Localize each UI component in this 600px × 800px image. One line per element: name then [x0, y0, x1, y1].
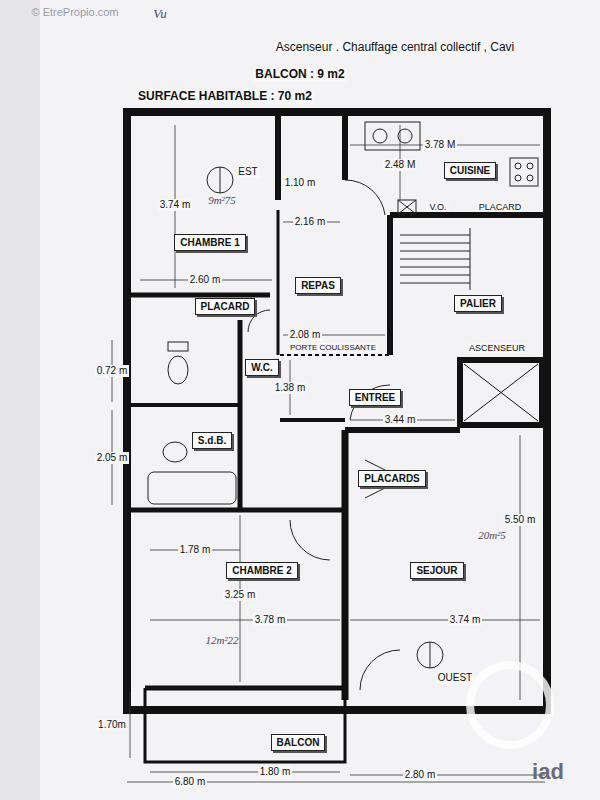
stairs [400, 228, 470, 290]
paper [40, 0, 600, 800]
dimension-label: Ascenseur . Chauffage central collectif … [274, 41, 517, 55]
room-label: CUISINE [444, 162, 497, 179]
dimension-label: EST [236, 166, 259, 178]
dimension-label: OUEST [436, 672, 474, 684]
room-label: PLACARDS [358, 470, 426, 487]
dimension-label: 2.60 m [188, 274, 223, 286]
dimension-label: 2.05 m [95, 452, 130, 464]
dimension-label: 6.80 m [173, 776, 208, 788]
watermark: iad [530, 759, 566, 784]
dimension-label: 1.38 m [273, 382, 308, 394]
room-name: REPAS [301, 280, 335, 291]
dimension-label: 3.74 m [448, 614, 483, 626]
handwritten-note: 12m²22 [203, 634, 240, 647]
dimension-label: V.O. [427, 202, 448, 212]
dimension-label: PORTE COULISSANTE [288, 343, 378, 352]
room-label: ENTREE [349, 389, 402, 406]
room-label: W.C. [245, 359, 279, 376]
room-label: PLACARD [195, 298, 256, 315]
dimension-label: ASCENSEUR [467, 343, 527, 353]
room-name: CUISINE [450, 165, 491, 176]
room-name: CHAMBRE 2 [232, 565, 291, 576]
dimension-label: 1.70m [96, 719, 128, 731]
dimension-label: 0.72 m [95, 365, 130, 377]
room-label: REPAS [295, 277, 341, 294]
room-label: S.d.B. [192, 432, 232, 449]
room-name: ENTREE [355, 392, 396, 403]
dimension-label: 2.08 m [288, 329, 323, 341]
room-name: PLACARD [201, 301, 250, 312]
room-name: CHAMBRE 1 [180, 237, 239, 248]
handwritten-note: Vu [151, 7, 168, 22]
handwritten-note: 9m²75 [206, 194, 238, 207]
dimension-label: 3.44 m [383, 414, 418, 426]
dimension-label: 5.50 m [503, 514, 538, 526]
dimension-label: BALCON : 9 m2 [253, 68, 346, 82]
dimension-label: 3.78 m [253, 614, 288, 626]
room-name: PLACARDS [364, 473, 420, 484]
room-name: SEJOUR [416, 565, 457, 576]
room-name: BALCON [277, 737, 320, 748]
dimension-label: 2.80 m [403, 769, 438, 781]
walls [127, 112, 547, 762]
room-label: CHAMBRE 1 [174, 234, 245, 251]
dimension-label: PLACARD [477, 202, 524, 212]
room-name: S.d.B. [198, 435, 226, 446]
dimension-label: 1.10 m [283, 177, 318, 189]
logo-ring [470, 665, 550, 745]
handwritten-note: 20m²5 [476, 529, 508, 542]
watermark: © EtrePropio.com [30, 6, 121, 19]
dimension-label: 1.80 m [258, 766, 293, 778]
dimension-label: 3.25 m [223, 589, 258, 601]
room-name: PALIER [460, 298, 496, 309]
room-label: PALIER [454, 295, 502, 312]
room-label: BALCON [271, 734, 326, 751]
room-label: CHAMBRE 2 [226, 562, 297, 579]
dimension-label: 2.48 M [383, 159, 418, 171]
dimension-label: 2.16 m [293, 216, 328, 228]
dimension-label: 3.78 M [423, 139, 458, 151]
room-label: SEJOUR [410, 562, 463, 579]
dimension-label: SURFACE HABITABLE : 70 m2 [136, 90, 314, 104]
fixtures [148, 122, 538, 690]
dimension-label: 1.78 m [178, 544, 213, 556]
room-name: W.C. [251, 362, 273, 373]
dimension-label: 3.74 m [158, 199, 193, 211]
